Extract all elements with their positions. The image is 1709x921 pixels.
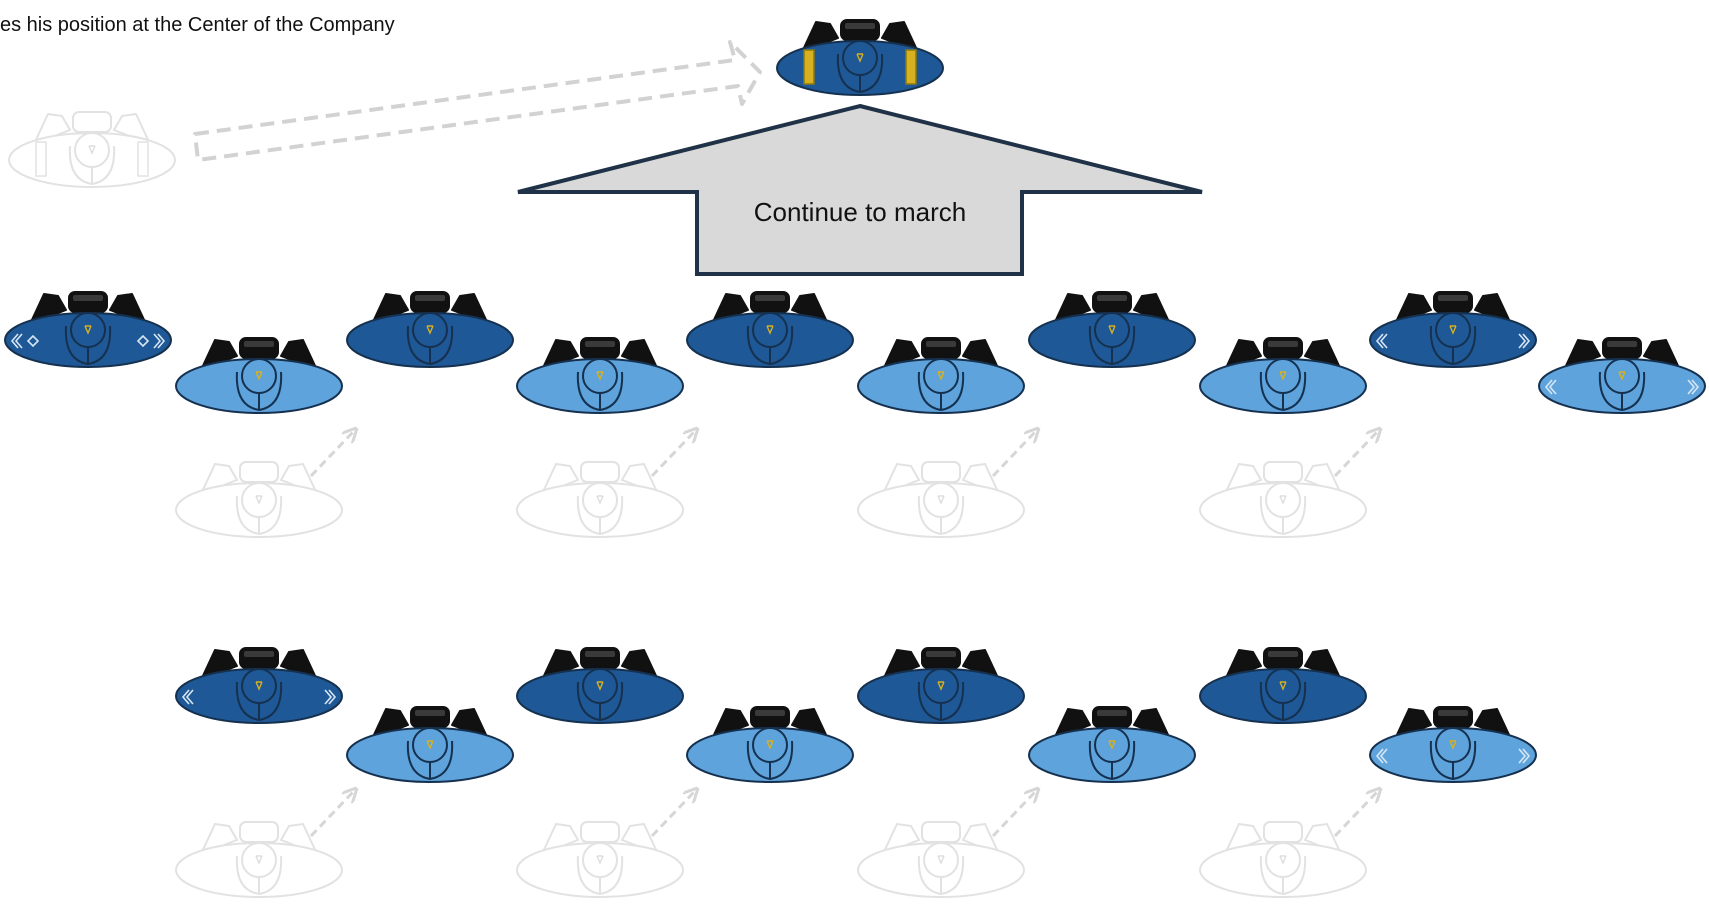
- movement-arrow-icon: [1333, 792, 1377, 838]
- movement-arrow-icon: [1333, 432, 1377, 478]
- ghost-soldier-icon: [857, 461, 1025, 538]
- rear-rank-soldier-icon: [686, 706, 854, 783]
- front-rank: [4, 291, 1706, 414]
- ghost-soldier-icon: [516, 461, 684, 538]
- ghost-soldier-icon: [516, 821, 684, 898]
- rear-rank-soldier-icon: [346, 706, 514, 783]
- officer-ghost-position: [8, 111, 176, 188]
- rear-rank: [175, 647, 1537, 783]
- rear-rank-soldier-icon: [857, 647, 1025, 724]
- company-officer: [776, 19, 944, 96]
- movement-arrow-icon: [309, 792, 353, 838]
- movement-arrow-icon: [650, 792, 694, 838]
- continue-march-arrow: Continue to march: [517, 103, 1203, 276]
- ghost-soldier-icon: [175, 821, 343, 898]
- movement-arrow-icon: [991, 432, 1035, 478]
- movement-arrow-icon: [650, 432, 694, 478]
- front-rank-soldier-icon: [4, 291, 172, 368]
- officer-ghost-icon: [8, 111, 176, 188]
- continue-march-label: Continue to march: [754, 197, 966, 227]
- rear-rank-soldier-icon: [1369, 706, 1537, 783]
- front-rank-soldier-icon: [686, 291, 854, 368]
- front-rank-soldier-icon: [857, 337, 1025, 414]
- front-rank-soldier-icon: [516, 337, 684, 414]
- ghost-soldier-icon: [1199, 821, 1367, 898]
- front-rank-soldier-icon: [1538, 337, 1706, 414]
- ghost-soldier-icon: [1199, 461, 1367, 538]
- rear-rank-soldier-icon: [1028, 706, 1196, 783]
- officer-icon: [776, 19, 944, 96]
- ghost-soldier-icon: [175, 461, 343, 538]
- rear-rank-soldier-icon: [1199, 647, 1367, 724]
- movement-arrow-icon: [991, 792, 1035, 838]
- rear-rank-soldier-icon: [516, 647, 684, 724]
- ghost-positions: [175, 432, 1377, 898]
- movement-arrow-icon: [309, 432, 353, 478]
- front-rank-soldier-icon: [1199, 337, 1367, 414]
- rear-rank-soldier-icon: [175, 647, 343, 724]
- front-rank-soldier-icon: [1369, 291, 1537, 368]
- officer-path-arrow-icon: [193, 40, 762, 162]
- caption-text: es his position at the Center of the Com…: [0, 14, 395, 36]
- front-rank-soldier-icon: [175, 337, 343, 414]
- front-rank-soldier-icon: [346, 291, 514, 368]
- front-rank-soldier-icon: [1028, 291, 1196, 368]
- ghost-soldier-icon: [857, 821, 1025, 898]
